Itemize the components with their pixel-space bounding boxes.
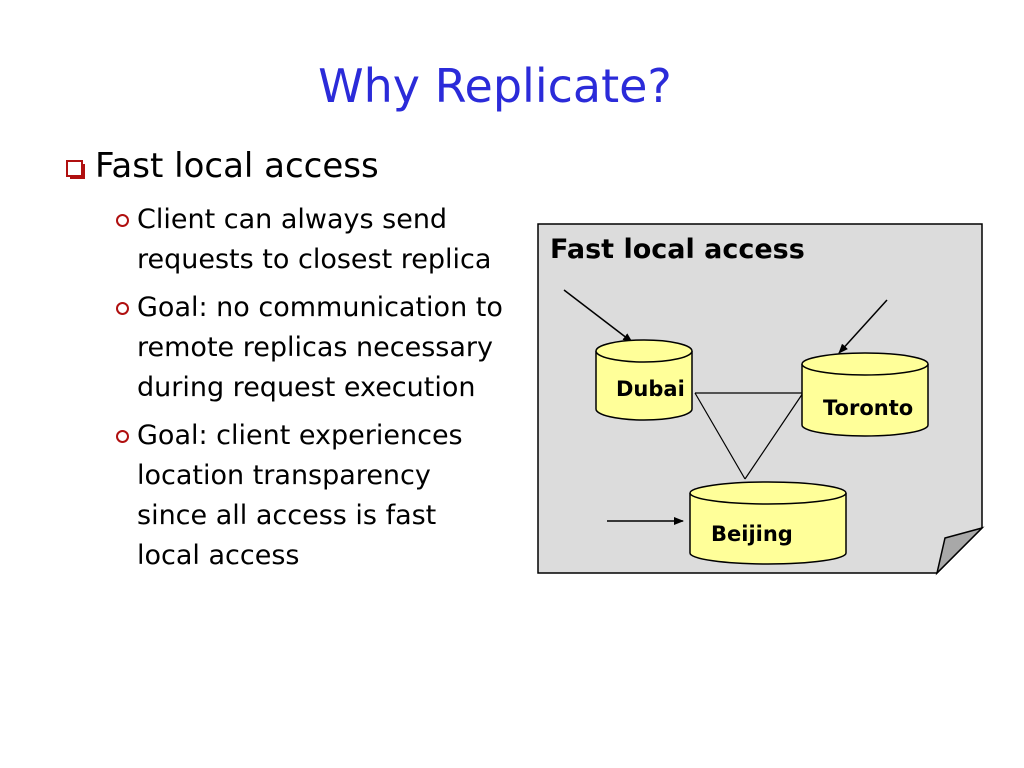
sub-bullet-text: Client can always send requests to close… xyxy=(137,204,492,275)
client-arrow-toronto xyxy=(838,299,888,354)
panel-fold-corner xyxy=(935,526,985,576)
circle-bullet-icon xyxy=(116,430,129,443)
circle-bullet-icon xyxy=(116,302,129,315)
sub-bullet: Client can always send requests to close… xyxy=(112,200,522,280)
bullet-text: Fast local access xyxy=(95,146,379,186)
sub-bullet-list: Client can always send requests to close… xyxy=(112,200,522,584)
sub-bullet: Goal: no communication to remote replica… xyxy=(112,288,522,408)
replica-dubai: Dubai xyxy=(595,339,693,421)
sub-bullet-text: Goal: no communication to remote replica… xyxy=(137,292,503,403)
replica-label-beijing: Beijing xyxy=(711,522,793,546)
circle-bullet-icon xyxy=(116,214,129,227)
replica-toronto: Toronto xyxy=(801,352,929,437)
sub-bullet: Goal: client experiences location transp… xyxy=(112,416,522,576)
slide-title: Why Replicate? xyxy=(318,59,672,113)
replica-label-dubai: Dubai xyxy=(616,377,685,401)
replica-beijing: Beijing xyxy=(689,481,847,565)
diagram-heading: Fast local access xyxy=(550,234,805,265)
link-dubai-beijing xyxy=(694,392,746,480)
replica-label-toronto: Toronto xyxy=(823,396,913,420)
diagram-svg: Fast local access Dubai Toronto xyxy=(537,223,985,576)
square-bullet-icon xyxy=(66,159,83,177)
replication-diagram: Fast local access Dubai Toronto xyxy=(537,223,987,582)
bullet-fast-local-access: Fast local access xyxy=(66,146,379,186)
link-toronto-beijing xyxy=(744,392,804,480)
client-arrow-dubai xyxy=(563,289,633,343)
sub-bullet-text: Goal: client experiences location transp… xyxy=(137,420,463,571)
